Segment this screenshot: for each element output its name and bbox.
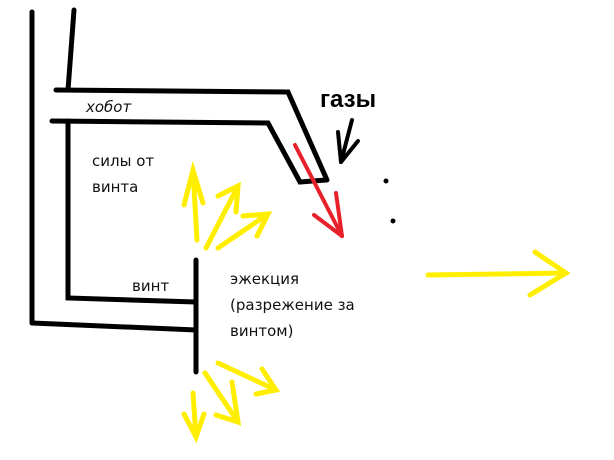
dot-marker [390,218,396,224]
base-line [29,320,199,333]
propeller-label: винт [132,277,169,295]
gases-label: газы [320,86,376,113]
ejection-label-line3: винтом) [230,322,293,340]
dot-marker [383,178,389,184]
gas-flow-arrow-icon [293,143,344,238]
propeller-force-arrows-icon [181,160,273,251]
structure [29,7,330,375]
upper-pipe-line [65,7,77,93]
trunk-label: хобот [85,98,132,116]
ejection-arrows-icon [181,360,281,444]
gases-arrow-icon [336,118,360,164]
inner-wall-line [65,118,199,305]
forces-label-line1: силы от [92,152,154,170]
trunk-upper-line [53,87,330,183]
forces-label-line2: винта [92,178,138,196]
thrust-arrow-icon [425,249,571,298]
ejection-label-line2: (разрежение за [230,296,355,314]
ejection-label-line1: эжекция [230,270,299,288]
